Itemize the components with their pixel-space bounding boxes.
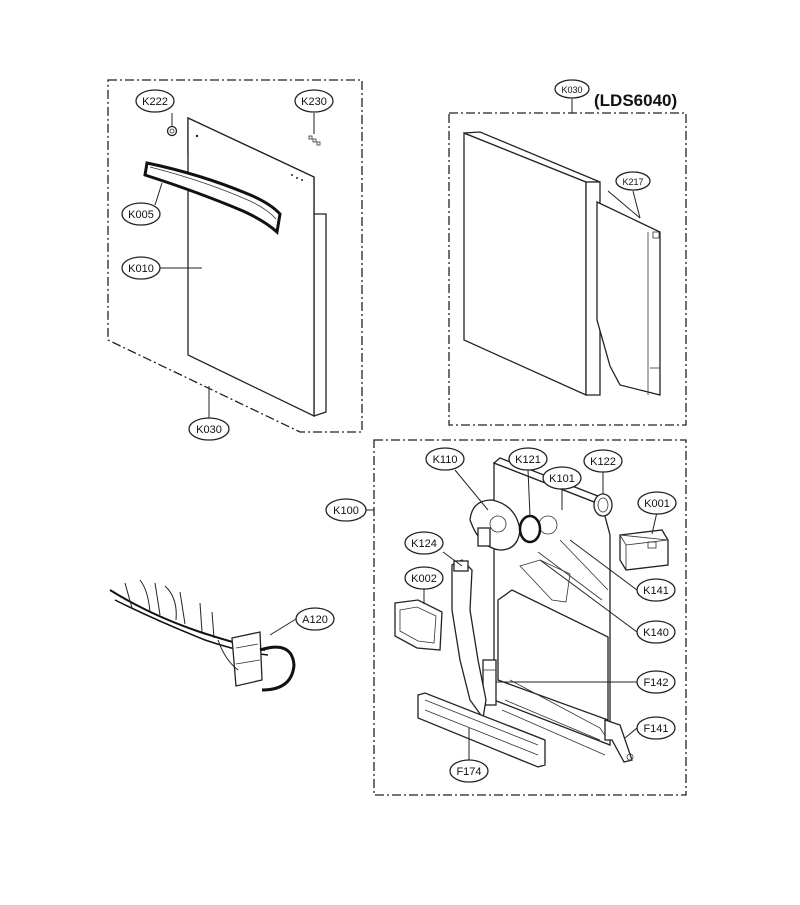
callout-a120: A120 bbox=[295, 607, 335, 631]
inner-door-group-boundary bbox=[373, 439, 687, 796]
callout-label-f142: F142 bbox=[643, 677, 668, 689]
screw-part bbox=[308, 135, 321, 146]
callout-k100: K100 bbox=[325, 498, 367, 522]
callout-label-k230: K230 bbox=[301, 96, 327, 108]
vent-cap-part bbox=[593, 493, 613, 517]
callout-k005: K005 bbox=[121, 202, 161, 226]
callout-label-f141: F141 bbox=[643, 723, 668, 735]
callout-k101: K101 bbox=[542, 466, 582, 490]
bottom-rail-part bbox=[417, 692, 546, 768]
door-handle-part bbox=[143, 161, 282, 235]
wire-harness-part bbox=[109, 579, 296, 692]
logo-badge-part bbox=[166, 125, 178, 137]
callout-k124: K124 bbox=[404, 531, 444, 555]
model-label: (LDS6040) bbox=[594, 91, 677, 110]
callout-label-k140: K140 bbox=[643, 627, 669, 639]
callout-label-k030-top: K030 bbox=[561, 85, 582, 95]
alt-door-panel bbox=[463, 131, 661, 397]
callout-label-k100: K100 bbox=[333, 505, 359, 517]
callout-label-k010: K010 bbox=[128, 263, 154, 275]
mounting-plate-part bbox=[394, 599, 443, 651]
callout-label-k141: K141 bbox=[643, 585, 669, 597]
callout-k121: K121 bbox=[508, 447, 548, 471]
callout-k222: K222 bbox=[135, 89, 175, 113]
callout-k230: K230 bbox=[294, 89, 334, 113]
callout-f142: F142 bbox=[636, 670, 676, 694]
callout-f174: F174 bbox=[449, 759, 489, 783]
callout-k217: K217 bbox=[615, 171, 651, 191]
side-channel-part bbox=[451, 559, 487, 720]
callout-k141: K141 bbox=[636, 578, 676, 602]
callout-label-k217: K217 bbox=[622, 177, 643, 187]
callout-k110: K110 bbox=[425, 447, 465, 471]
callout-label-k222: K222 bbox=[142, 96, 168, 108]
control-module-part bbox=[619, 529, 669, 571]
lds6040-door-group-boundary bbox=[448, 112, 687, 426]
right-hinge-bracket bbox=[604, 719, 634, 763]
callout-f141: F141 bbox=[636, 716, 676, 740]
callout-k122: K122 bbox=[583, 449, 623, 473]
callout-label-f174: F174 bbox=[456, 766, 481, 778]
callout-label-k002: K002 bbox=[411, 573, 437, 585]
callout-k140: K140 bbox=[636, 620, 676, 644]
callout-k030-top: K030 bbox=[554, 79, 590, 99]
callout-k030-bottom: K030 bbox=[188, 417, 230, 441]
callout-label-k124: K124 bbox=[411, 538, 437, 550]
callout-k010: K010 bbox=[121, 256, 161, 280]
callout-label-k110: K110 bbox=[433, 454, 458, 466]
outer-door-group-boundary bbox=[107, 79, 363, 433]
callout-label-a120: A120 bbox=[302, 614, 328, 626]
callout-label-k005: K005 bbox=[128, 209, 154, 221]
outer-door-panel bbox=[187, 116, 327, 418]
callout-label-k122: K122 bbox=[590, 456, 616, 468]
callout-label-k121: K121 bbox=[515, 454, 541, 466]
callout-label-k030-bottom: K030 bbox=[196, 424, 222, 436]
callout-label-k101: K101 bbox=[549, 473, 575, 485]
callout-label-k001: K001 bbox=[644, 498, 670, 510]
inner-door-panel bbox=[492, 457, 611, 756]
callout-k001: K001 bbox=[637, 491, 677, 515]
callout-k002: K002 bbox=[404, 566, 444, 590]
